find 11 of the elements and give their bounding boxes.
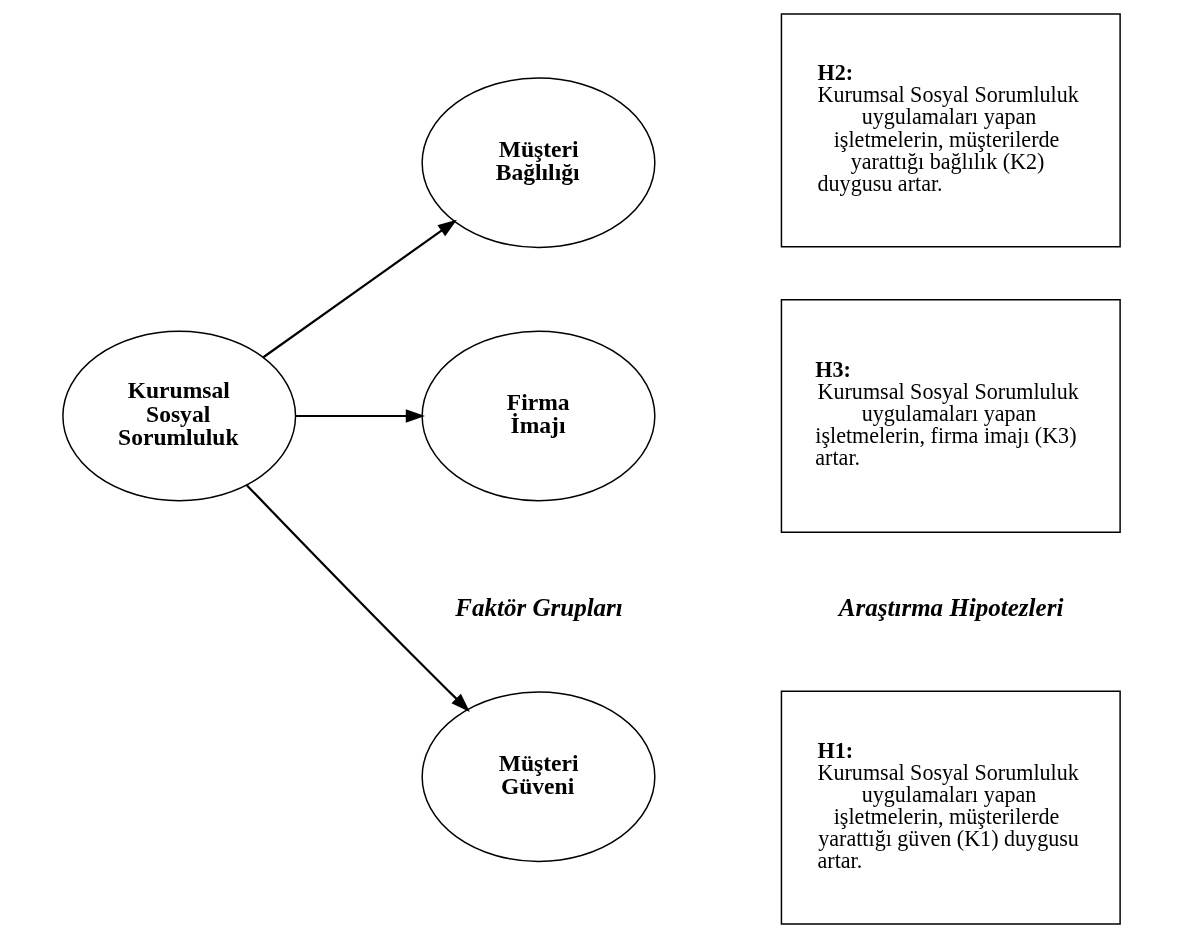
arrow — [295, 409, 425, 423]
node-box: H2: Kurumsal Sosyal Sorumluluk uygulamaları yapan işletmelerin, müşterilerde yarattığı bağlılık (K2) duygusu artar. — [780, 13, 1121, 248]
label: Faktör Grupları — [454, 594, 623, 622]
node-ellipse: Firma İmajı — [420, 330, 656, 502]
node-ellipse: Müşteri Bağlılığı — [420, 77, 656, 249]
node-ellipse: Kurumsal Sosyal Sorumluluk — [61, 330, 296, 502]
node-box: H1: Kurumsal Sosyal Sorumluluk uygulamaları yapan işletmelerin, müşterilerde yarattığı güven (K1) duygusu artar. — [780, 690, 1121, 925]
label: Araştırma Hipotezleri — [838, 594, 1063, 622]
node-box: H3: Kurumsal Sosyal Sorumluluk uygulamaları yapan işletmelerin, firma imajı (K3) artar. — [780, 298, 1121, 534]
arrow — [262, 219, 457, 359]
arrow — [245, 484, 470, 712]
